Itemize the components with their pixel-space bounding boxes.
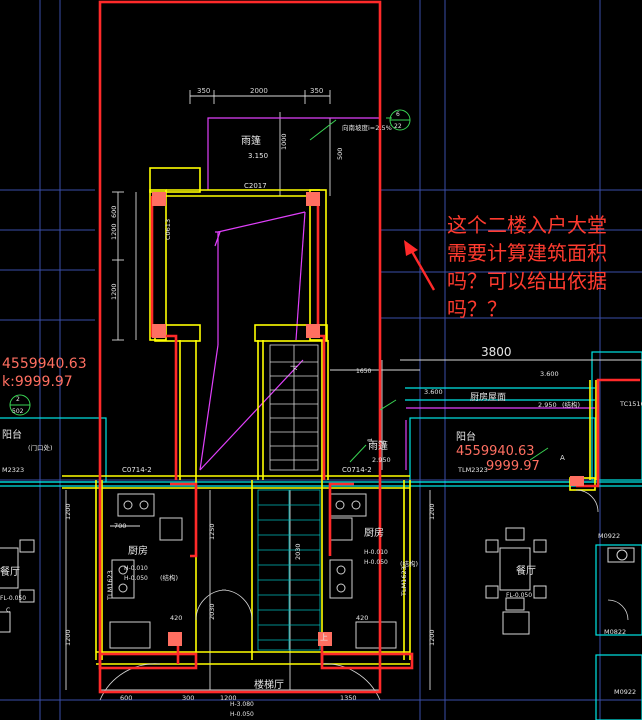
dining-set-left xyxy=(0,539,35,633)
struct-left: (结构) xyxy=(160,573,178,582)
grid-a: A xyxy=(560,454,565,462)
dim-600-b: 600 xyxy=(120,694,132,702)
elev-3600: 3.600 xyxy=(424,388,443,396)
struct-right: (结构) xyxy=(400,559,418,568)
dim-1000-v: 1000 xyxy=(280,133,288,150)
canopy-slope-label: 向南坡度i=2.5% xyxy=(342,123,392,132)
leaders xyxy=(9,109,549,463)
red-markup xyxy=(98,0,640,694)
red-fill-blocks xyxy=(152,192,584,646)
dim-420-a: 420 xyxy=(170,614,182,622)
dim-3800: 3800 xyxy=(481,345,512,359)
dim-3600-right: 3.600 xyxy=(540,370,559,378)
dim-1200-right2: 1200 xyxy=(428,629,436,646)
balcony-left: 阳台 xyxy=(2,428,22,441)
grid-c: C xyxy=(6,607,10,614)
dim-1200-left2: 1200 xyxy=(64,629,72,646)
question-line-1: 这个二楼入户大堂 xyxy=(447,213,607,237)
tlm-left: TLM1623 xyxy=(106,570,114,601)
dim-1200-left: 1200 xyxy=(64,503,72,520)
balcony-right: 阳台 xyxy=(456,430,476,443)
dim-1-v: 1 xyxy=(366,438,374,442)
hh-left: H-0.010 xyxy=(124,565,148,572)
tc-label: TC1516 xyxy=(619,400,642,408)
dining-set-right xyxy=(485,527,635,635)
dining-right: 餐厅 xyxy=(516,564,536,577)
fl-left: FL-0.050 xyxy=(0,595,26,602)
stair-dn-label: 下 xyxy=(290,365,298,374)
cad-labels: 350 2000 350 雨篷 3.150 向南坡度i=2.5% C2017 6… xyxy=(0,87,642,718)
walls xyxy=(62,167,597,665)
lobby-label: 楼梯厅 xyxy=(254,678,284,691)
window-c0613: C0613 xyxy=(164,219,172,240)
dim-600: 600 xyxy=(110,206,118,218)
kitchen-fixtures xyxy=(109,493,397,649)
gate-left: (门口处) xyxy=(28,443,53,452)
window-c0714-a: C0714-2 xyxy=(122,466,152,474)
dim-420-b: 420 xyxy=(356,614,368,622)
staircase-lower xyxy=(257,489,321,651)
dim-1350: 1350 xyxy=(340,694,357,702)
axis-top-num: 6 xyxy=(396,111,400,118)
cyan-lines xyxy=(0,351,642,720)
question-line-3: 吗？可以给出依据 xyxy=(447,269,607,293)
dim-1650: 1650 xyxy=(356,368,371,375)
dining-left: 餐厅 xyxy=(0,565,20,578)
dim-2030-v: 2030 xyxy=(208,603,216,620)
canopy-mid-label: 雨篷 xyxy=(368,439,388,452)
coord-right2: 9999.97 xyxy=(486,459,540,474)
axis-left-num: 2 xyxy=(16,396,20,403)
axis-top-den: 22 xyxy=(394,123,402,130)
coord-right: 4559940.63 xyxy=(456,444,535,459)
h-bottom2: H-0.050 xyxy=(230,711,254,718)
magenta-lines xyxy=(199,117,595,471)
dim-350-a: 350 xyxy=(197,87,210,95)
window-c2017: C2017 xyxy=(244,182,267,190)
kitchen-roof-label: 厨房屋面 xyxy=(470,391,506,403)
hh-right2: H-0.050 xyxy=(364,559,388,566)
dim-300: 300 xyxy=(182,694,194,702)
roof-elev: 2.950 xyxy=(538,401,557,409)
dim-1200-b: 1200 xyxy=(220,694,237,702)
dimension-lines xyxy=(65,90,642,691)
m0922-bottom: M0922 xyxy=(614,688,636,696)
question-annotation: 这个二楼入户大堂 需要计算建筑面积 吗？可以给出依据 吗？？ xyxy=(447,213,607,321)
coord-left2: k:9999.97 xyxy=(2,374,73,390)
window-c0714-b: C0714-2 xyxy=(342,466,372,474)
hh-left2: H-0.050 xyxy=(124,575,148,582)
dim-1200-v2: 1200 xyxy=(110,283,118,300)
stair-up-label: 上 xyxy=(320,633,328,642)
ml-left: M2323 xyxy=(2,466,24,474)
staircase xyxy=(269,344,319,471)
vertical-labels: 600 1200 1200 1000 500 C0613 1250 2030 2… xyxy=(64,133,436,646)
question-line-2: 需要计算建筑面积 xyxy=(447,241,607,265)
canopy-top-elev: 3.150 xyxy=(248,152,268,160)
question-line-4: 吗？？ xyxy=(447,297,507,321)
dim-2000: 2000 xyxy=(250,87,268,95)
dim-1200-right: 1200 xyxy=(428,503,436,520)
canopy-mid-elev: 2.950 xyxy=(372,456,391,464)
canopy-top-label: 雨篷 xyxy=(241,134,261,147)
h-bottom: H-3.080 xyxy=(230,701,254,708)
dim-700: 700 xyxy=(114,522,126,530)
m0922-side: M0922 xyxy=(598,532,620,540)
pointer-arrow xyxy=(404,240,436,291)
m0822: M0822 xyxy=(604,628,626,636)
roof-struct: (结构) xyxy=(562,400,580,409)
ml-right: TLM2323 xyxy=(457,466,488,474)
fl-right: FL-0.050 xyxy=(506,592,532,599)
kitchen-left: 厨房 xyxy=(128,544,148,557)
kitchen-right: 厨房 xyxy=(364,526,384,539)
coord-left: 4559940.63 xyxy=(2,356,87,372)
dim-2030-v2: 2030 xyxy=(294,543,302,560)
dim-1200-v: 1200 xyxy=(110,223,118,240)
dim-1250-v: 1250 xyxy=(208,523,216,540)
hh-right: H-0.010 xyxy=(364,549,388,556)
dim-500-v: 500 xyxy=(336,148,344,160)
axis-left-den: 502 xyxy=(12,408,24,415)
tlm-right: TLM1623 xyxy=(400,566,408,597)
dim-350-b: 350 xyxy=(310,87,323,95)
